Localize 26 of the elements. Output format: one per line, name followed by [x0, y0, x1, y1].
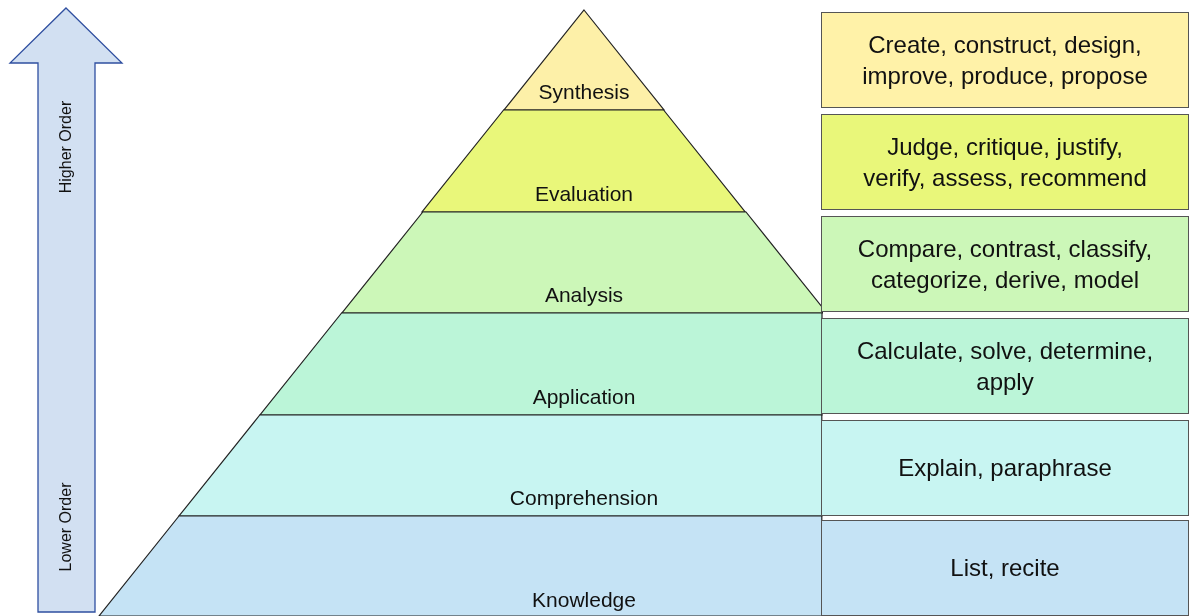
verb-box — [821, 216, 1189, 312]
verb-box — [821, 420, 1189, 516]
level-label: Analysis — [543, 283, 625, 307]
level-label: Synthesis — [537, 80, 631, 104]
level-label: Evaluation — [533, 182, 634, 206]
verb-list: Calculate, solve, determine, apply — [839, 334, 1171, 398]
level-label: Knowledge — [531, 588, 637, 612]
level-label: Comprehension — [508, 486, 660, 510]
verb-box — [821, 318, 1189, 414]
up-arrow — [9, 7, 123, 614]
axis-label: Higher Order — [57, 100, 75, 194]
axis-label: Lower Order — [57, 482, 75, 572]
pyramid-level — [260, 313, 822, 415]
pyramid-level — [422, 110, 746, 212]
pyramid-level — [99, 516, 822, 616]
level-label: Application — [531, 385, 637, 409]
verb-box — [821, 12, 1189, 108]
verb-list: Compare, contrast, classify, categorize, derive, model — [844, 232, 1166, 296]
verb-list: Create, construct, design, improve, produce, propose — [844, 28, 1166, 92]
pyramid-level — [179, 415, 822, 516]
verb-box — [821, 520, 1189, 616]
pyramid-level — [341, 212, 822, 313]
verb-list: Explain, paraphrase — [898, 452, 1112, 484]
verb-list: List, recite — [950, 552, 1060, 584]
verb-box — [821, 114, 1189, 210]
verb-list: Judge, critique, justify, verify, assess, recommend — [857, 130, 1153, 194]
